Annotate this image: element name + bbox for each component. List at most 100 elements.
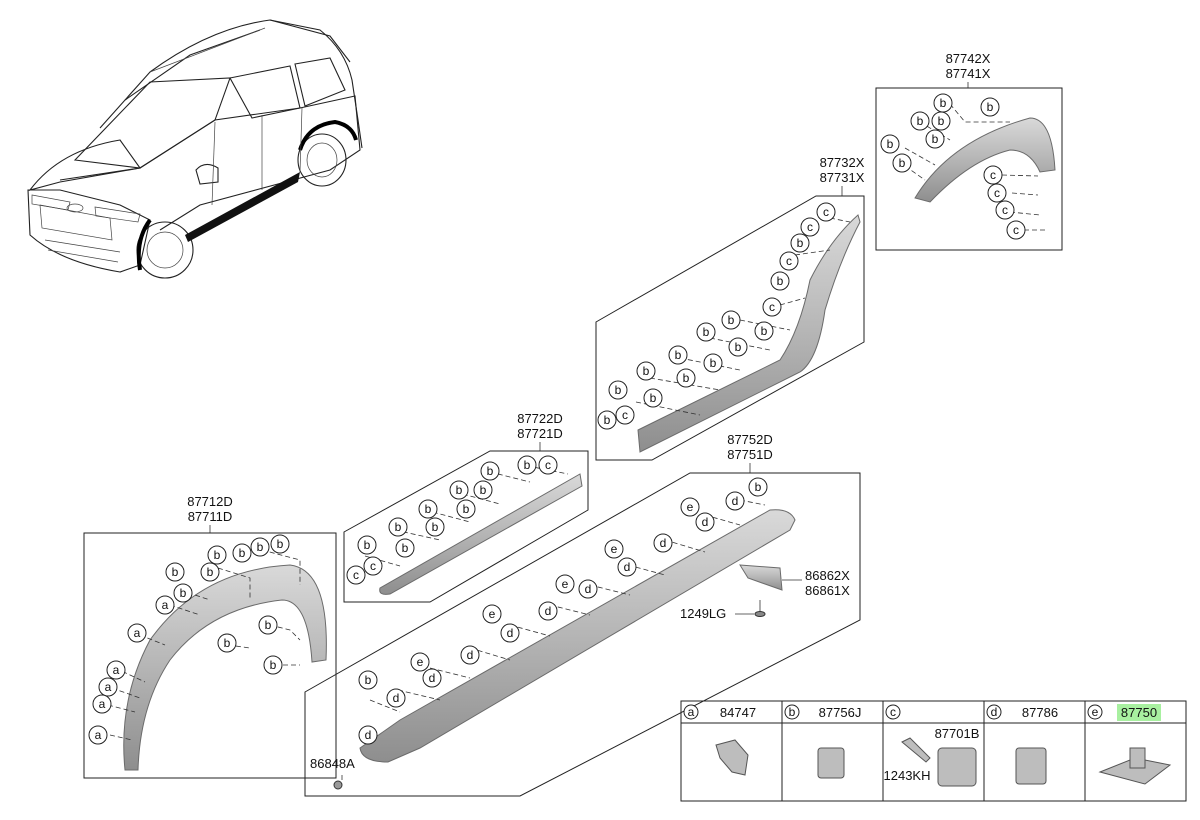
callout-e-49: e: [555, 574, 575, 594]
svg-text:b: b: [932, 132, 939, 146]
svg-text:c: c: [823, 205, 829, 219]
screw-1243KH-icon: [901, 737, 931, 763]
callout-b-64: b: [165, 562, 185, 582]
frame-rear-arch: [875, 87, 1063, 251]
legend-callout-e: e: [1087, 704, 1103, 720]
svg-text:b: b: [650, 391, 657, 405]
svg-text:d: d: [507, 626, 514, 640]
callout-c-11: c: [816, 202, 836, 222]
callout-b-13: b: [790, 233, 810, 253]
label-86861X: 86861X: [805, 583, 850, 598]
svg-text:a: a: [134, 626, 141, 640]
callout-c-12: c: [800, 217, 820, 237]
callout-b-17: b: [721, 310, 741, 330]
svg-text:d: d: [991, 705, 998, 719]
svg-text:d: d: [624, 560, 631, 574]
callout-b-21: b: [728, 337, 748, 357]
callout-d-50: d: [578, 579, 598, 599]
callout-a-72: a: [106, 660, 126, 680]
callout-c-27: c: [615, 405, 635, 425]
svg-text:b: b: [703, 325, 710, 339]
svg-text:d: d: [393, 691, 400, 705]
callout-b-33: b: [473, 480, 493, 500]
svg-text:c: c: [769, 300, 775, 314]
bracket-86862X: [739, 564, 783, 591]
callout-b-61: b: [232, 543, 252, 563]
callout-b-63: b: [270, 534, 290, 554]
callout-c-8: c: [987, 183, 1007, 203]
callout-b-35: b: [418, 499, 438, 519]
callout-b-69: b: [217, 633, 237, 653]
group-front-door: 87722D 87721D: [343, 411, 589, 603]
svg-text:b: b: [938, 114, 945, 128]
callout-b-25: b: [608, 380, 628, 400]
svg-text:c: c: [622, 408, 628, 422]
label-86848A: 86848A: [310, 756, 355, 771]
svg-text:d: d: [545, 604, 552, 618]
svg-text:b: b: [480, 483, 487, 497]
callout-d-53: d: [500, 623, 520, 643]
label-86862X: 86862X: [805, 568, 850, 583]
callout-b-36: b: [388, 517, 408, 537]
svg-text:a: a: [113, 663, 120, 677]
frame-front-door: [343, 450, 589, 603]
label-87751D: 87751D: [727, 447, 773, 462]
svg-text:b: b: [524, 458, 531, 472]
callout-b-5: b: [880, 134, 900, 154]
svg-text:b: b: [270, 658, 277, 672]
legend-part-e[interactable]: 87750: [1121, 705, 1157, 720]
callout-a-74: a: [92, 694, 112, 714]
rear-door-molding: [637, 214, 861, 453]
label-87732X: 87732X: [820, 155, 865, 170]
svg-text:c: c: [1013, 223, 1019, 237]
svg-text:e: e: [417, 655, 424, 669]
callout-b-23: b: [703, 353, 723, 373]
svg-text:b: b: [224, 636, 231, 650]
svg-text:b: b: [364, 538, 371, 552]
svg-text:e: e: [611, 542, 618, 556]
callout-b-24: b: [676, 368, 696, 388]
group-side-sill: 87752D 87751D: [304, 432, 861, 797]
callout-d-59: d: [358, 725, 378, 745]
callout-b-3: b: [931, 111, 951, 131]
svg-text:b: b: [365, 673, 372, 687]
callout-b-39: b: [395, 538, 415, 558]
svg-text:b: b: [463, 502, 470, 516]
label-1249LG: 1249LG: [680, 606, 726, 621]
callout-e-55: e: [410, 652, 430, 672]
label-87731X: 87731X: [820, 170, 865, 185]
svg-text:b: b: [277, 537, 284, 551]
svg-text:c: c: [545, 458, 551, 472]
callout-a-75: a: [88, 725, 108, 745]
svg-text:d: d: [467, 648, 474, 662]
svg-text:d: d: [585, 582, 592, 596]
callout-a-68: a: [127, 623, 147, 643]
svg-text:d: d: [365, 728, 372, 742]
svg-text:b: b: [615, 383, 622, 397]
front-wheel-arch-molding: [123, 564, 327, 771]
callout-b-37: b: [425, 517, 445, 537]
callout-b-38: b: [357, 535, 377, 555]
callout-b-4: b: [925, 129, 945, 149]
svg-text:a: a: [105, 680, 112, 694]
svg-text:b: b: [214, 548, 221, 562]
svg-text:b: b: [257, 540, 264, 554]
svg-text:a: a: [688, 705, 695, 719]
callout-c-14: c: [779, 251, 799, 271]
svg-text:b: b: [887, 137, 894, 151]
legend-sub-1243KH: 1243KH: [884, 768, 931, 783]
callout-b-2: b: [910, 111, 930, 131]
svg-text:d: d: [660, 536, 667, 550]
frame-side-sill: [304, 472, 861, 797]
callout-b-32: b: [449, 480, 469, 500]
clip-87750-icon: [1098, 757, 1172, 785]
legend-table: a 84747 b 87756J c 87701B 1243KH d 87786: [680, 700, 1187, 802]
svg-text:c: c: [353, 568, 359, 582]
callout-a-73: a: [98, 677, 118, 697]
callout-b-42: b: [748, 477, 768, 497]
group-rear-arch: 87742X 87741X: [875, 51, 1063, 251]
svg-text:e: e: [687, 500, 694, 514]
label-87722D: 87722D: [517, 411, 563, 426]
